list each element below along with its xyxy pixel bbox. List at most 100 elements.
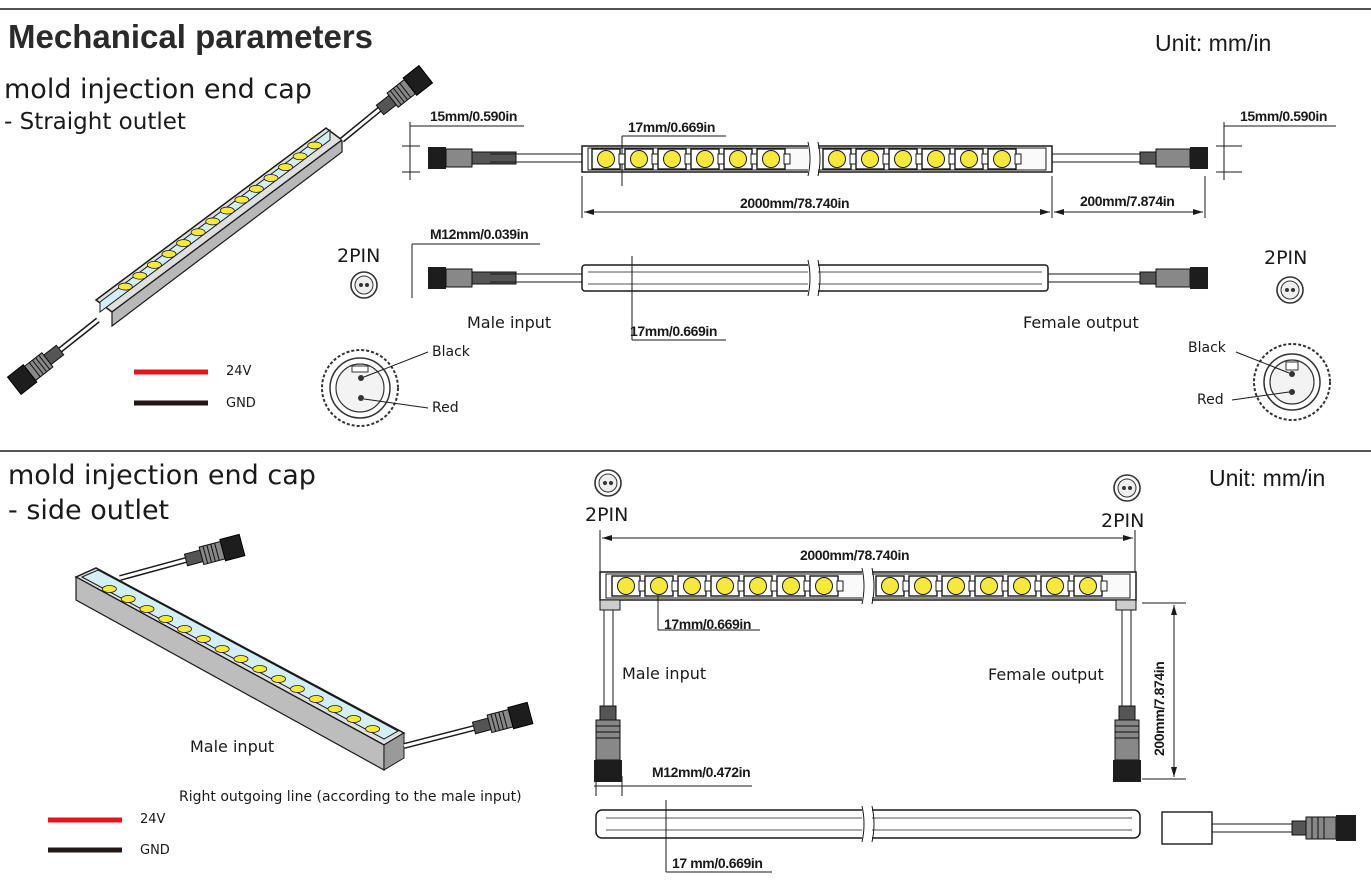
- led-chip-icon: [591, 148, 621, 170]
- dim-end-right: 15mm/0.590in: [1240, 108, 1328, 124]
- led-chip-icon: [252, 665, 268, 673]
- resistor-icon: [651, 153, 659, 165]
- resistor-icon: [935, 580, 943, 592]
- led-chip-icon: [278, 163, 293, 172]
- led-chip-icon: [1040, 575, 1070, 597]
- pin-label-left: 2PIN: [337, 245, 381, 267]
- led-chip-icon: [158, 615, 174, 623]
- led-chip-icon: [710, 575, 740, 597]
- led-chip-icon: [219, 206, 235, 215]
- led-chip-icon: [365, 725, 381, 733]
- legend-gnd-label: GND: [226, 396, 256, 411]
- resistor-icon: [849, 153, 857, 165]
- side-subtitle-outlet: - side outlet: [8, 495, 170, 526]
- straight-subtitle: mold injection end cap: [4, 74, 312, 105]
- resistor-icon: [981, 153, 989, 165]
- dim-cable: 200mm/7.874in: [1080, 193, 1175, 209]
- pin-label-right: 2PIN: [1264, 247, 1308, 269]
- led-chip-icon: [120, 595, 136, 603]
- resistor-icon: [618, 153, 626, 165]
- led-chip-icon: [308, 695, 324, 703]
- led-chip-icon: [809, 575, 839, 597]
- led-chip-icon: [176, 239, 191, 248]
- resistor-icon: [737, 580, 745, 592]
- resistor-icon: [968, 580, 976, 592]
- led-chip-icon: [941, 575, 971, 597]
- page-title: Mechanical parameters: [8, 18, 374, 55]
- led-chip-icon: [271, 675, 287, 683]
- led-chip-icon: [263, 174, 279, 182]
- led-chip-icon: [147, 260, 162, 269]
- led-chip-icon: [756, 148, 786, 170]
- side-bottom-view: [595, 800, 1356, 873]
- led-chip-icon: [921, 148, 951, 170]
- pin-label-right: 2PIN: [1101, 510, 1145, 532]
- led-chip-icon: [908, 575, 938, 597]
- resistor-icon: [1067, 580, 1075, 592]
- side-iso-bar: [74, 533, 534, 772]
- wire-red-left: Red: [432, 400, 459, 416]
- pin-socket-icon: [594, 469, 622, 497]
- resistor-icon: [902, 580, 910, 592]
- resistor-icon: [704, 580, 712, 592]
- led-chip-icon: [307, 141, 323, 150]
- unit-label-side: Unit: mm/in: [1209, 465, 1326, 491]
- resistor-icon: [948, 153, 956, 165]
- side-iso-leds: [102, 585, 381, 733]
- wire-red-right: Red: [1197, 392, 1224, 408]
- led-chip-icon: [888, 148, 918, 170]
- resistor-icon: [1034, 580, 1042, 592]
- female-output-label: Female output: [1023, 313, 1139, 332]
- led-chip-icon: [249, 184, 264, 193]
- led-chip-icon: [776, 575, 806, 597]
- unit-label: Unit: mm/in: [1155, 30, 1272, 56]
- led-chip-icon: [233, 655, 249, 663]
- led-chip-icon: [822, 148, 852, 170]
- led-chip-icon: [855, 148, 885, 170]
- resistor-icon: [1100, 580, 1108, 592]
- straight-subtitle-outlet: - Straight outlet: [4, 109, 186, 135]
- resistor-icon: [750, 153, 758, 165]
- pin-socket-icon: [1113, 474, 1141, 502]
- led-chip-icon: [954, 148, 984, 170]
- led-chip-icon: [611, 575, 641, 597]
- dim-width: 17mm/0.669in: [664, 616, 752, 632]
- straight-iso-leds: [117, 141, 323, 291]
- led-chip-icon: [657, 148, 687, 170]
- led-chip-icon: [292, 152, 308, 161]
- led-chip-icon: [875, 575, 905, 597]
- led-chip-icon: [205, 217, 221, 226]
- pin-socket-icon: [350, 271, 378, 299]
- dim-connector: M12mm/0.472in: [652, 764, 751, 780]
- resistor-icon: [671, 580, 679, 592]
- resistor-icon: [1001, 580, 1009, 592]
- led-chip-icon: [1007, 575, 1037, 597]
- dim-connector: M12mm/0.039in: [430, 226, 529, 242]
- male-input-iso-label: Male input: [190, 737, 275, 756]
- dim-width-bottom: 17 mm/0.669in: [672, 855, 763, 871]
- led-chip-icon: [132, 271, 148, 280]
- male-input-label: Male input: [467, 313, 552, 332]
- led-chip-icon: [190, 228, 206, 237]
- resistor-icon: [638, 580, 646, 592]
- led-chip-icon: [1073, 575, 1103, 597]
- resistor-icon: [770, 580, 778, 592]
- pin-socket-icon: [1276, 276, 1304, 304]
- straight-side-view: [350, 243, 1304, 341]
- dim-end-left: 15mm/0.590in: [430, 108, 518, 124]
- led-chip-icon: [690, 148, 720, 170]
- resistor-icon: [684, 153, 692, 165]
- dim-length: 2000mm/78.740in: [740, 195, 850, 211]
- led-chip-icon: [327, 705, 343, 713]
- led-chip-icon: [723, 148, 753, 170]
- male-input-label: Male input: [622, 664, 707, 683]
- led-chip-icon: [195, 635, 211, 643]
- led-chip-icon: [644, 575, 674, 597]
- female-output-label: Female output: [988, 665, 1104, 684]
- led-chip-icon: [743, 575, 773, 597]
- led-chip-icon: [161, 250, 177, 258]
- led-chip-icon: [117, 282, 133, 291]
- legend-gnd-label: GND: [140, 843, 170, 858]
- dim-cable-vertical: 200mm/7.874in: [1151, 661, 1167, 756]
